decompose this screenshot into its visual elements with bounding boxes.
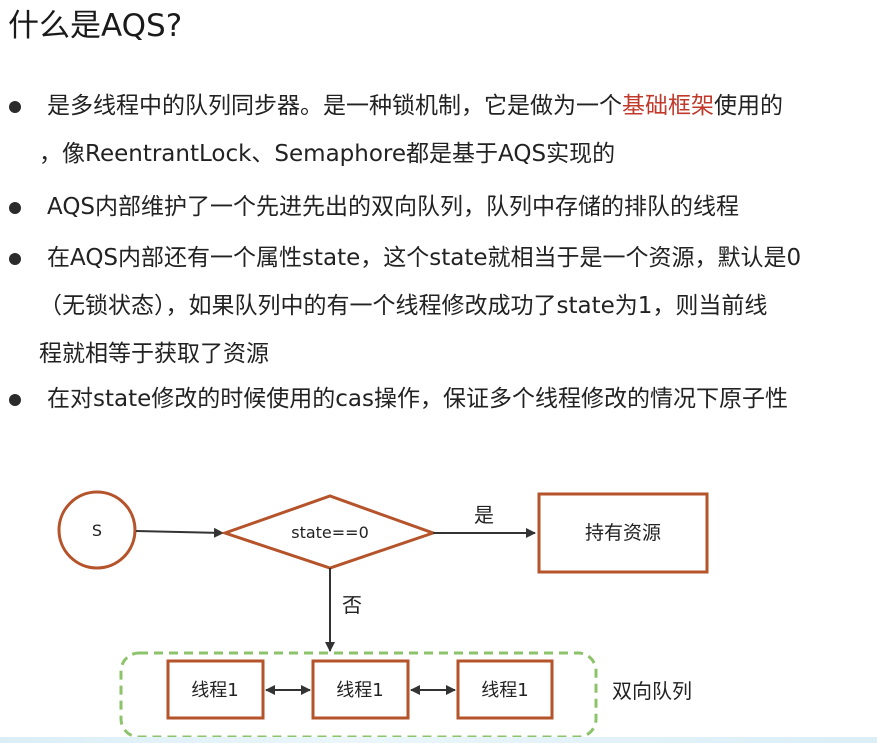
start-node: [57, 490, 137, 570]
bullet-line: 在AQS内部还有一个属性state，这个state就相当于是一个资源，默认是0: [47, 234, 862, 282]
bullet-dot: [9, 101, 21, 113]
page-title: 什么是AQS?: [8, 8, 183, 44]
queue-node: [456, 659, 554, 720]
decision-label: state==0: [291, 523, 369, 542]
bullet-line: 程就相等于获取了资源: [39, 330, 862, 378]
bullet-text: 是多线程中的队列同步器。是一种锁机制，它是做为一个基础框架使用的 ，像Reent…: [39, 82, 862, 178]
highlight-text: 基础框架: [622, 93, 714, 119]
result-label: 持有资源: [585, 522, 661, 544]
queue-node: [166, 659, 265, 720]
bullet-line: 是多线程中的队列同步器。是一种锁机制，它是做为一个基础框架使用的: [47, 82, 862, 130]
no-label: 否: [342, 593, 362, 617]
queue-node-label: 线程1: [481, 680, 528, 701]
queue-node: [311, 659, 410, 720]
arrow-start-to-decision: [135, 527, 224, 538]
queue-node-label: 线程1: [336, 680, 383, 701]
yes-label: 是: [474, 503, 494, 527]
text-span: 程就相等于获取了资源: [39, 341, 269, 367]
result-node: [537, 492, 709, 574]
text-span: 在对state修改的时候使用的cas操作，保证多个线程修改的情况下原子性: [47, 386, 788, 412]
text-span: 使用的: [714, 93, 783, 119]
bullet-text: AQS内部维护了一个先进先出的双向队列，队列中存储的排队的线程: [47, 183, 862, 231]
bullet-line: 在对state修改的时候使用的cas操作，保证多个线程修改的情况下原子性: [47, 375, 862, 423]
bullet-dot: [9, 202, 21, 214]
text-span: 在AQS内部还有一个属性state，这个state就相当于是一个资源，默认是0: [47, 245, 802, 271]
queue-node-label: 线程1: [191, 680, 238, 701]
bullet-line: AQS内部维护了一个先进先出的双向队列，队列中存储的排队的线程: [47, 183, 862, 231]
bullet-text: 在对state修改的时候使用的cas操作，保证多个线程修改的情况下原子性: [47, 375, 862, 423]
aqs-flowchart: S state==0 是 持有资源 否 线程1 线程1 线程1 双向队列: [57, 490, 709, 739]
bullet-text: 在AQS内部还有一个属性state，这个state就相当于是一个资源，默认是0 …: [39, 234, 862, 378]
start-label: S: [92, 521, 102, 540]
text-span: 是多线程中的队列同步器。是一种锁机制，它是做为一个: [47, 93, 622, 119]
bullet-line: ，像ReentrantLock、Semaphore都是基于AQS实现的: [39, 130, 862, 178]
bullet-dot: [9, 394, 21, 406]
queue-label: 双向队列: [612, 679, 692, 703]
text-span: AQS内部维护了一个先进先出的双向队列，队列中存储的排队的线程: [47, 194, 740, 220]
text-span: ，像ReentrantLock、Semaphore都是基于AQS实现的: [39, 141, 616, 167]
bullet-line: （无锁状态），如果队列中的有一个线程修改成功了state为1，则当前线: [39, 282, 862, 330]
text-span: （无锁状态），如果队列中的有一个线程修改成功了state为1，则当前线: [39, 293, 768, 319]
bottom-decoration: [0, 737, 877, 743]
bullet-dot: [9, 253, 21, 265]
